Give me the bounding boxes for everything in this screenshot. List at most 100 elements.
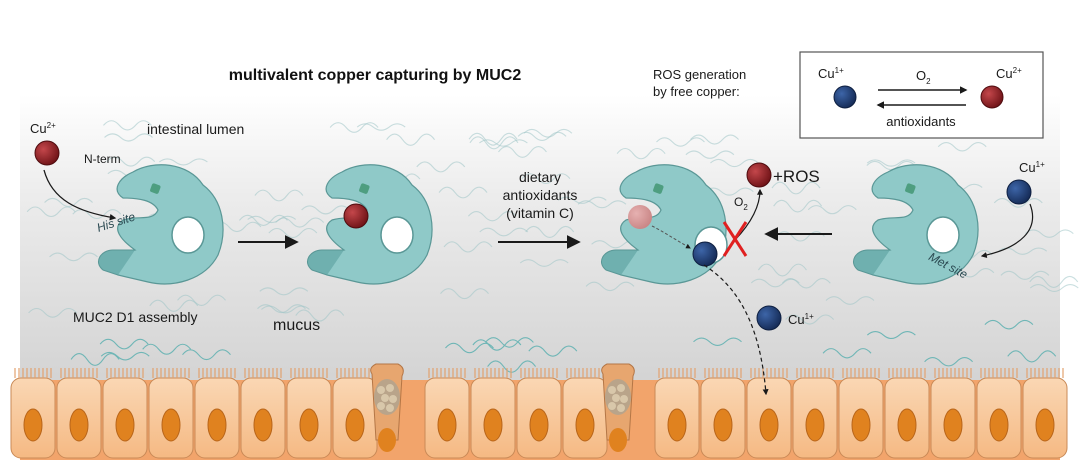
epithelial-cell [240,368,286,459]
assembly-label: MUC2 D1 assembly [73,309,197,325]
dietary-line1: dietary [519,169,561,185]
mucin-fiber [177,294,226,306]
mucin-fiber [517,131,567,141]
epithelial-cell [194,368,240,459]
mucin-fiber [440,288,489,300]
goblet-cell [370,363,404,452]
mucin-fiber [182,349,231,361]
legend-oxygen: O2 [916,68,931,86]
mucin-fiber [443,241,493,253]
epithelial-cell [746,368,792,459]
mucin-fiber [468,132,518,146]
bound-cu2-ion [343,203,369,229]
legend-cu2-ion [980,85,1004,109]
mucin-fiber [807,205,857,215]
bound-cu1-ion [692,241,718,267]
epithelial-cell [10,368,56,459]
muc2-d1-assembly-1 [98,164,224,285]
mucin-fiber [301,205,351,215]
legend-cu1-ion [833,85,857,109]
mucin-fiber [924,357,973,367]
mucin-fiber [159,158,208,166]
epithelial-cell [654,368,700,459]
ros-label: +ROS [773,167,820,186]
mucin-fiber [438,186,488,199]
epithelial-cell [56,368,102,459]
mucin-fiber [825,296,875,305]
mucin-fiber [616,147,666,160]
mucin-fiber [557,196,607,204]
mucin-fiber [656,137,705,147]
goblet-cell [601,363,635,452]
mucin-fiber [484,337,534,348]
mucin-fiber [416,161,466,173]
mucin-fiber [984,319,1034,330]
epithelial-cell [976,368,1022,459]
mucin-fiber [528,345,578,357]
mucin-fiber [49,252,98,262]
mucin-fiber [106,156,156,167]
mucin-fiber [472,339,522,351]
epithelial-cell [930,368,976,459]
binding-arrow [43,169,117,221]
mucin-fiber [685,150,735,159]
oxidized-cu2-ion [746,162,772,188]
mucin-fiber [275,217,325,228]
mucin-fiber [781,278,831,289]
mucin-fiber [26,206,76,218]
legend-right-ion: Cu2+ [996,66,1022,81]
epithelial-cell [332,368,378,459]
epithelial-cell [470,368,516,459]
mucin-fiber [521,173,571,185]
mucin-fiber [993,197,1043,208]
mucin-fiber [479,227,529,237]
mucin-fiber [704,187,754,196]
mucin-fiber [937,141,987,152]
mucin-fiber [99,338,149,350]
cu2-label: Cu2+ [30,121,56,136]
free-cu2-ion [34,140,60,166]
epithelial-cell [884,368,930,459]
mucin-fiber [866,160,916,171]
epithelial-cell [792,368,838,459]
mucin-fiber [1029,283,1079,293]
mucin-fiber [104,133,153,142]
mucin-fiber [1007,350,1057,363]
epithelial-cell [700,368,746,459]
mucin-fiber [523,128,573,138]
epithelial-cell [424,368,470,459]
mucin-fiber [750,278,800,288]
muc2-d1-assembly-2 [307,164,433,285]
epithelial-cell [286,368,332,459]
mucin-fiber [775,231,825,242]
faint-cu-ion [628,205,652,229]
mucin-fiber [866,159,916,167]
muc2-d1-assembly-4 [853,164,979,285]
blocked-x-mark [722,221,748,257]
mucin-fiber [259,287,309,296]
free-cu1-ion [1006,179,1032,205]
epithelial-cell [1022,368,1068,459]
mucin-fiber [100,351,150,361]
epithelium [10,363,1068,460]
released-cu1-ion [756,305,782,331]
mucin-fiber [70,353,120,366]
epithelial-cell [562,368,608,459]
met-binding-arrow [980,203,1034,258]
mucin-fiber [771,181,821,195]
mucin-fiber [149,299,199,312]
mucin-fiber [28,307,78,318]
mucin-fiber [822,348,872,359]
epithelial-cell [516,368,562,459]
mucus-label: mucus [273,317,320,334]
mucin-fiber [1000,270,1050,280]
mucin-fiber [866,331,916,340]
mucin-fiber [254,189,304,202]
released-cu1-label: Cu1+ [788,312,814,327]
epithelial-cell [102,368,148,459]
mucin-fiber [585,281,635,292]
n-term-label: N-term [84,152,121,166]
mucin-fiber [1029,275,1079,288]
